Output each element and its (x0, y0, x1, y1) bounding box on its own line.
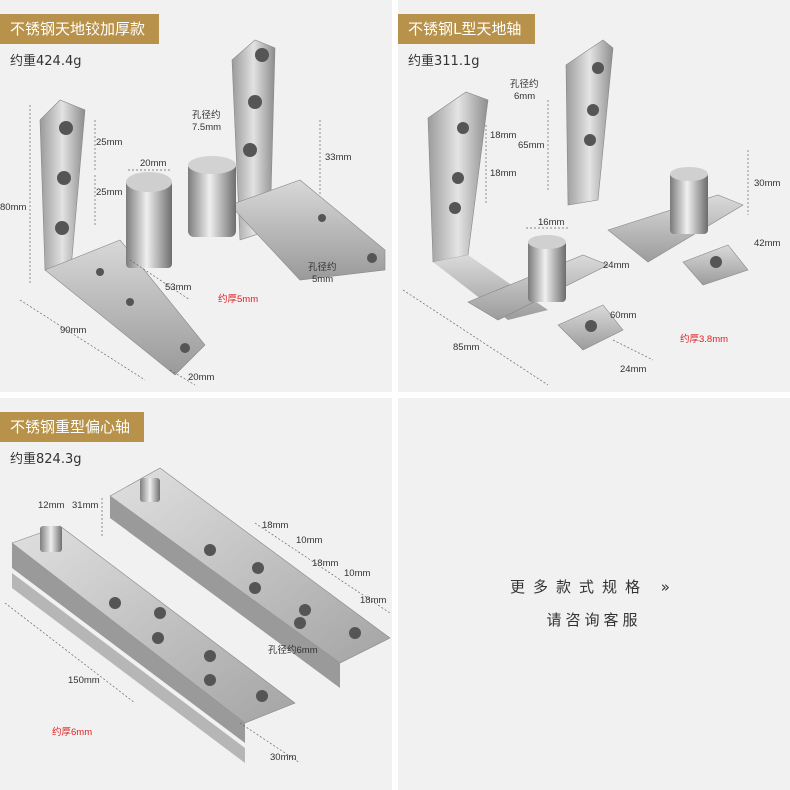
pivot-hinge-illustration: 25mm 25mm 20mm 33mm 80mm 53mm 90mm 20mm … (0, 39, 386, 386)
more-styles-link[interactable]: 更多款式规格 » (510, 578, 678, 596)
hole-label-top: 孔径约 (192, 109, 221, 121)
dim-80mm: 80mm (0, 202, 26, 213)
dim-12mm: 12mm (38, 500, 64, 511)
dim-33mm: 33mm (325, 152, 351, 163)
dim-65mm: 65mm (518, 140, 544, 151)
dim-42mm: 42mm (754, 238, 780, 249)
dim-20mm-b: 20mm (188, 372, 214, 383)
hole-size-bottom: 5mm (312, 274, 333, 285)
hole-label-bottom: 孔径约 (308, 261, 337, 273)
dim-25mm-a: 25mm (96, 137, 122, 148)
dim-30mm: 30mm (270, 752, 296, 763)
panel-title: 不锈钢重型偏心轴 (0, 412, 145, 442)
product-panel-1[interactable]: 25mm 25mm 20mm 33mm 80mm 53mm 90mm 20mm … (0, 0, 392, 392)
dim-18mm-b: 18mm (490, 168, 516, 179)
dim-150mm: 150mm (68, 675, 100, 686)
dim-18mm-a: 18mm (490, 130, 516, 141)
dim-25mm-b: 25mm (96, 187, 122, 198)
panel-title: 不锈钢L型天地轴 (398, 14, 536, 44)
dim-90mm: 90mm (60, 325, 86, 336)
hole-label: 孔径约 (510, 78, 539, 90)
dim-10mm-b: 10mm (344, 568, 370, 579)
dim-24mm-b: 24mm (620, 364, 646, 375)
hole-size: 6mm (514, 91, 535, 102)
hole-size-top: 7.5mm (192, 122, 221, 133)
dim-18mm-a: 18mm (262, 520, 288, 531)
thickness-label: 约厚6mm (52, 726, 92, 738)
dim-20mm: 20mm (140, 158, 166, 169)
consult-service-text: 请咨询客服 (546, 611, 642, 629)
dim-24mm-a: 24mm (603, 260, 629, 271)
hole-label: 孔径约6mm (268, 644, 318, 656)
dim-53mm: 53mm (165, 282, 191, 293)
product-panel-3[interactable]: 12mm 31mm 18mm 10mm 18mm 10mm 18mm 150mm… (0, 398, 392, 790)
dim-16mm: 16mm (538, 217, 564, 228)
panel-title: 不锈钢天地铰加厚款 (0, 14, 160, 44)
weight-label: 约重424.4g (10, 54, 82, 69)
l-pivot-illustration: 孔径约 6mm 18mm 18mm 65mm 16mm 30mm 24mm 42… (402, 39, 780, 386)
offset-pivot-illustration: 12mm 31mm 18mm 10mm 18mm 10mm 18mm 150mm… (4, 467, 391, 764)
more-styles-box[interactable]: 更多款式规格 » 请咨询客服 (398, 576, 790, 630)
dim-18mm-c: 18mm (360, 595, 386, 606)
weight-label: 约重311.1g (408, 54, 480, 69)
dim-31mm: 31mm (72, 500, 98, 511)
dim-18mm-b: 18mm (312, 558, 338, 569)
dim-85mm: 85mm (453, 342, 479, 353)
dim-30mm: 30mm (754, 178, 780, 189)
more-styles-panel[interactable]: 更多款式规格 » 请咨询客服 (398, 398, 790, 790)
thickness-label: 约厚3.8mm (680, 333, 728, 345)
dim-60mm: 60mm (610, 310, 636, 321)
weight-label: 约重824.3g (10, 452, 82, 467)
thickness-label: 约厚5mm (218, 293, 258, 305)
product-panel-2[interactable]: 孔径约 6mm 18mm 18mm 65mm 16mm 30mm 24mm 42… (398, 0, 790, 392)
dim-10mm-a: 10mm (296, 535, 322, 546)
